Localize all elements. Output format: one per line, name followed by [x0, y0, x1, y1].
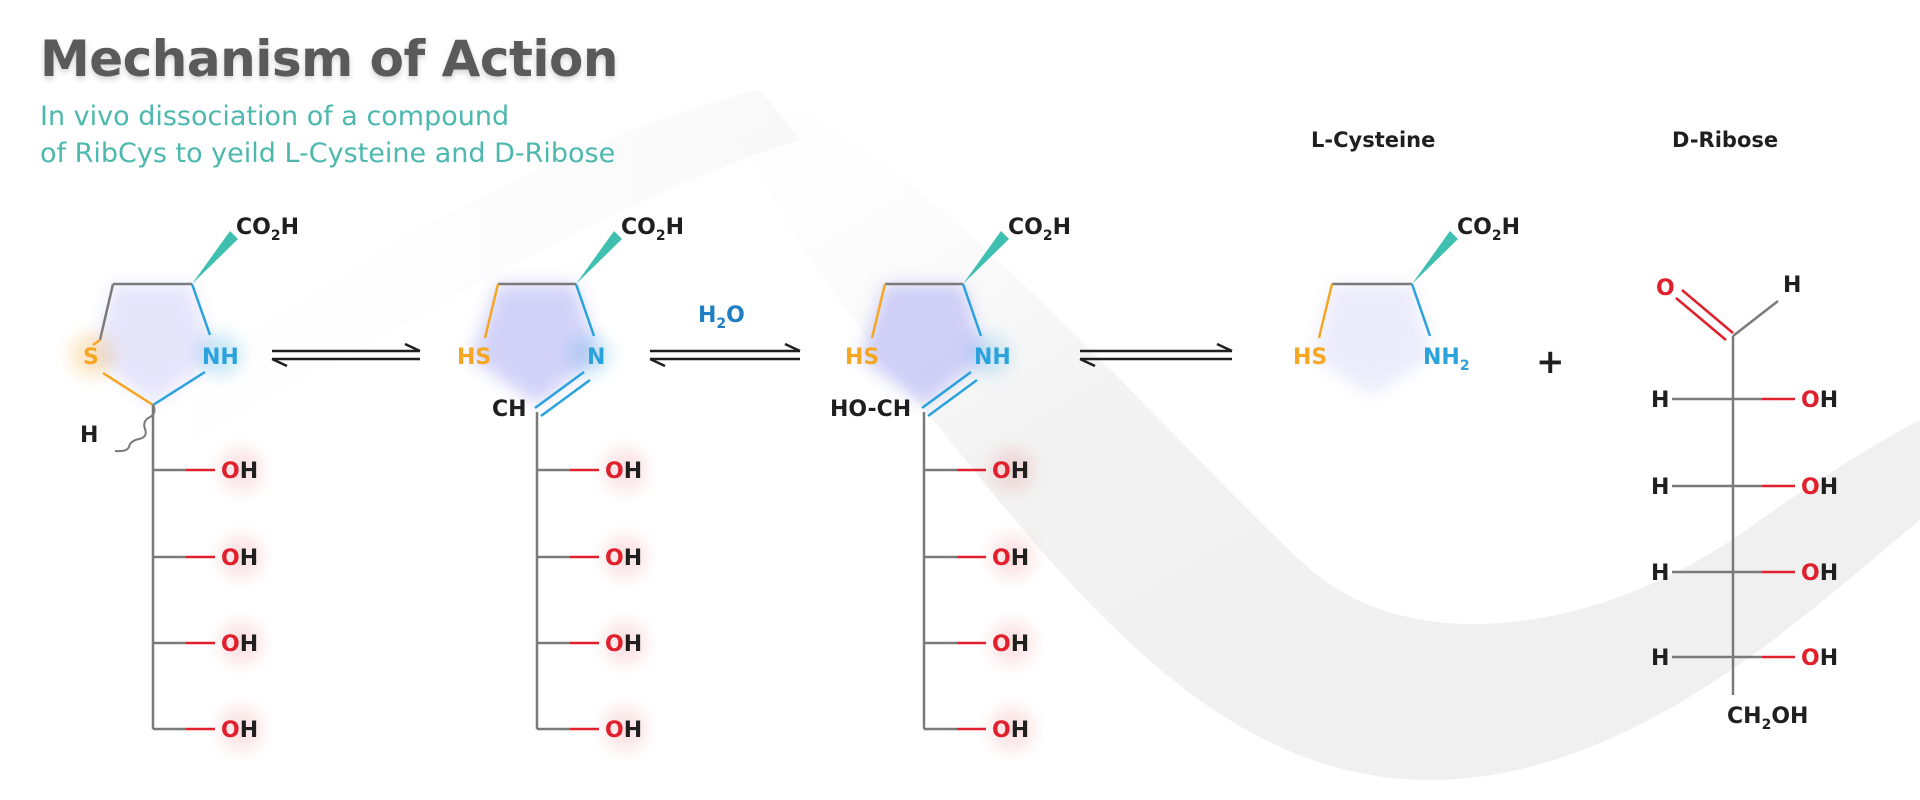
ribose-oh-label: OH [1801, 561, 1838, 586]
subtitle-line-1: In vivo dissociation of a compound [40, 101, 510, 132]
wavy-bond [114, 404, 156, 453]
hs-label: HS [457, 345, 491, 370]
oh-label: OH [992, 459, 1029, 484]
co2h-label: CO2H [1008, 215, 1071, 244]
hs-label: HS [845, 345, 879, 370]
sulfur-label: S [83, 345, 99, 370]
page-title: Mechanism of Action [40, 30, 618, 88]
aldehyde-h-label: H [1783, 273, 1801, 298]
hoch-label: HO-CH [830, 397, 911, 422]
ribose-oh-label: OH [1801, 646, 1838, 671]
oh-label: OH [221, 546, 258, 571]
ring-fill [470, 284, 598, 405]
ribose-oh-label: OH [1801, 388, 1838, 413]
oh-label: OH [605, 632, 642, 657]
nh-label: NH [202, 345, 239, 370]
oh-label: OH [605, 546, 642, 571]
stereo-wedge [963, 231, 1009, 284]
d-ribose-heading: D-Ribose [1672, 128, 1778, 152]
ring-fill [860, 284, 985, 405]
oh-label: OH [605, 718, 642, 743]
ribose-h-label: H [1651, 646, 1669, 671]
ribose-h-label: H [1651, 388, 1669, 413]
stereo-wedge [576, 231, 622, 284]
stereo-wedge [1412, 231, 1458, 284]
equilibrium-arrow-1 [271, 342, 421, 368]
co2h-label: CO2H [1457, 215, 1520, 244]
ribose-oh-label: OH [1801, 475, 1838, 500]
subtitle-line-2: of RibCys to yeild L-Cysteine and D-Ribo… [40, 138, 616, 169]
equilibrium-arrow-2 [649, 342, 801, 368]
nh-label: NH [974, 345, 1011, 370]
ch2oh-label: CH2OH [1727, 704, 1808, 733]
molecule-ribcys-ring: S NH H CO2H [70, 215, 299, 453]
nh2-label: NH2 [1423, 345, 1470, 374]
sugar-chain: OH OH OH OH [151, 405, 263, 751]
ribose-h-label: H [1651, 561, 1669, 586]
co2h-label: CO2H [621, 215, 684, 244]
co2h-label: CO2H [236, 215, 299, 244]
oh-label: OH [221, 718, 258, 743]
equilibrium-arrow-3 [1079, 342, 1233, 368]
stereo-wedge [192, 231, 238, 284]
hs-label: HS [1293, 345, 1327, 370]
molecule-l-cysteine: L-Cysteine HS NH2 CO2H [1293, 128, 1520, 395]
h-label: H [80, 423, 98, 448]
oh-label: OH [605, 459, 642, 484]
ring-fill [93, 284, 215, 405]
oh-label: OH [992, 718, 1029, 743]
ribose-row: H OH [1651, 388, 1838, 413]
ribose-row: H OH [1651, 475, 1838, 500]
plus-sign: + [1536, 342, 1565, 382]
ribose-h-label: H [1651, 475, 1669, 500]
sugar-chains: OH OH OH OH OH OH OH OH OH OH OH OH [151, 405, 1034, 751]
sugar-chain: OH OH OH OH [535, 412, 647, 751]
water-reagent-label: H2O [698, 303, 745, 332]
ribose-rows: H OH H OH H OH H OH [1651, 388, 1838, 671]
sugar-chain: OH OH OH OH [922, 412, 1034, 751]
molecule-open-imine: HS N CH CO2H [457, 215, 684, 422]
molecule-hemithioacetal: HS NH HO-CH CO2H [830, 215, 1071, 422]
oh-label: OH [992, 632, 1029, 657]
subtitle: In vivo dissociation of a compound of Ri… [40, 98, 615, 172]
oh-label: OH [221, 459, 258, 484]
ribose-row: H OH [1651, 646, 1838, 671]
ring-fill [1313, 284, 1432, 395]
ribose-row: H OH [1651, 561, 1838, 586]
oh-label: OH [221, 632, 258, 657]
oh-label: OH [992, 546, 1029, 571]
aldehyde-o-label: O [1656, 276, 1675, 301]
molecule-d-ribose: D-Ribose O H H OH H OH H OH H OH CH2OH [1651, 128, 1838, 733]
n-label: N [587, 345, 605, 370]
ch-label: CH [492, 397, 527, 422]
l-cysteine-heading: L-Cysteine [1311, 128, 1435, 152]
